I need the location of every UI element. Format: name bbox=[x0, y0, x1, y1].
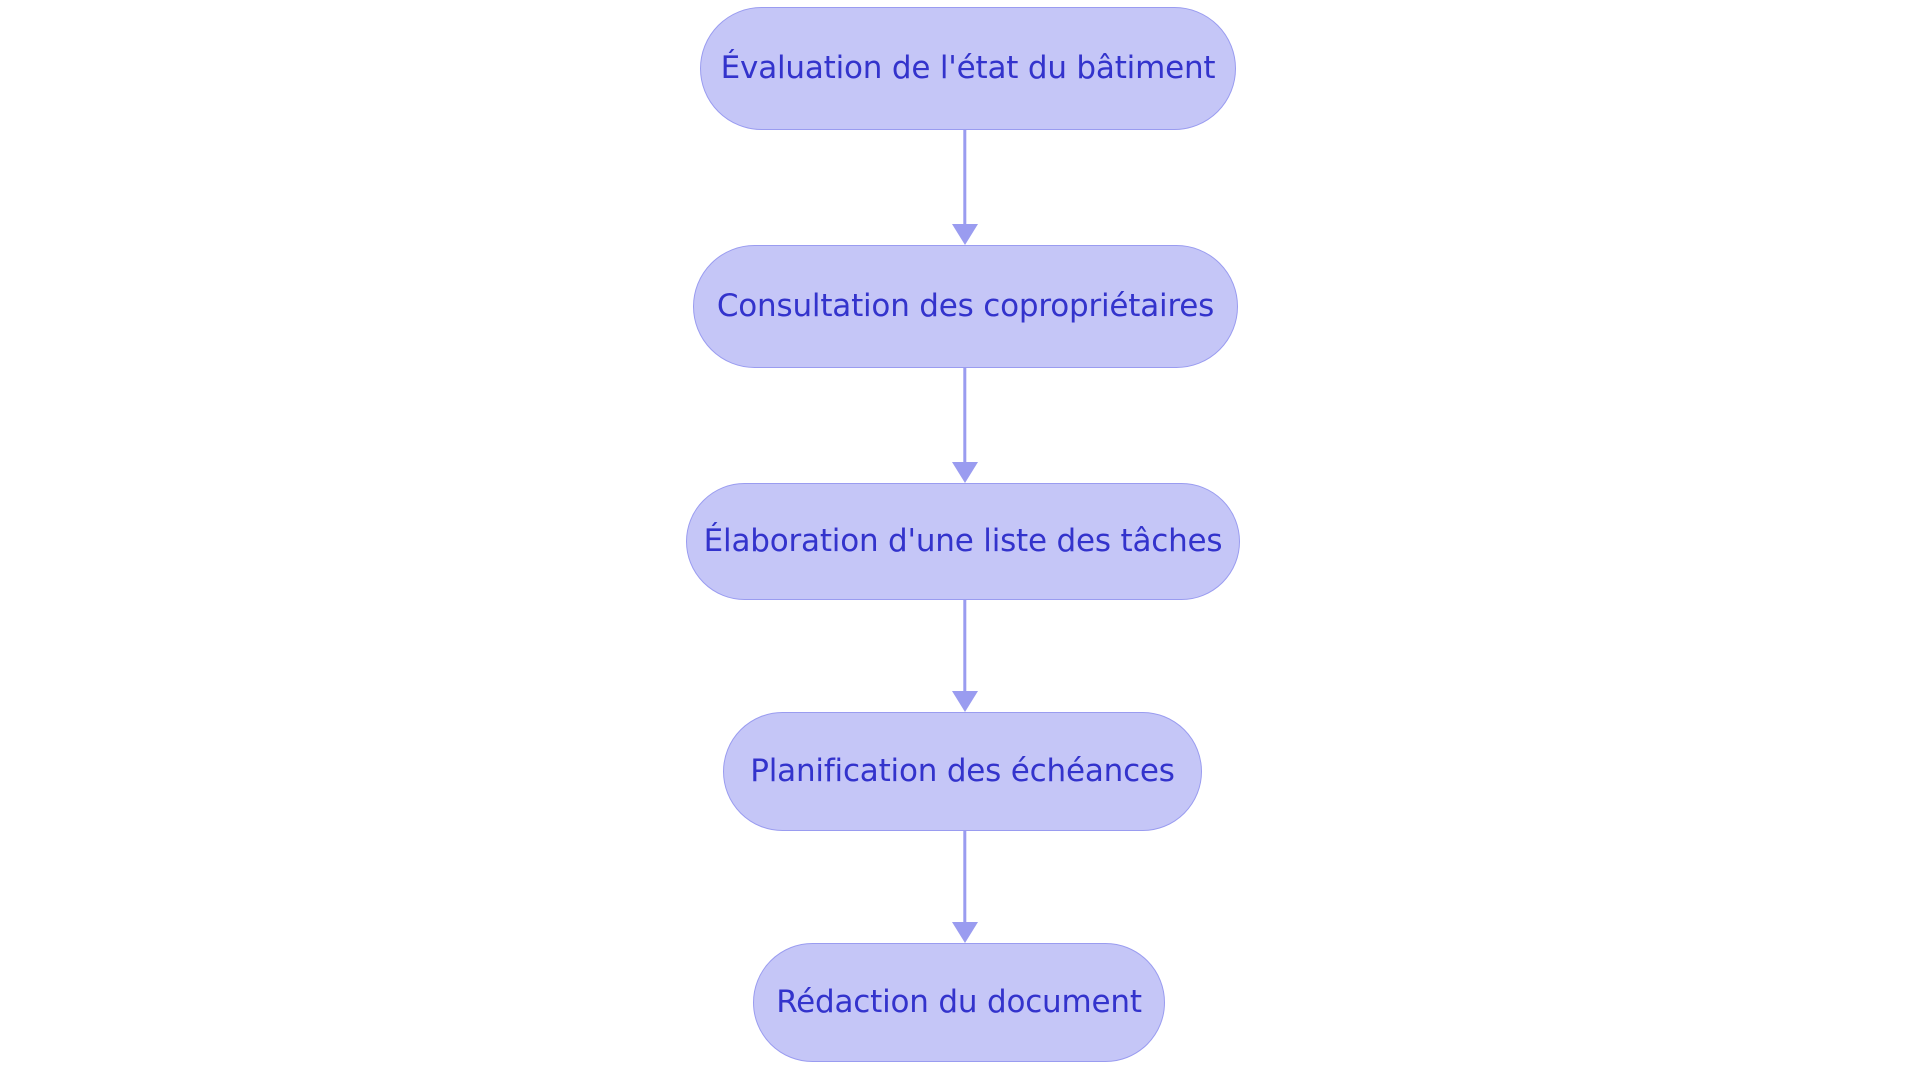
arrowhead-icon bbox=[952, 691, 978, 712]
flow-node-n3[interactable]: Élaboration d'une liste des tâches bbox=[686, 483, 1240, 600]
flow-node-n5[interactable]: Rédaction du document bbox=[753, 943, 1165, 1062]
flow-node-label: Planification des échéances bbox=[750, 753, 1175, 790]
arrowhead-icon bbox=[952, 922, 978, 943]
flow-node-label: Consultation des copropriétaires bbox=[716, 288, 1215, 325]
arrowhead-icon bbox=[952, 224, 978, 245]
edge-line bbox=[963, 368, 967, 462]
flow-node-label: Élaboration d'une liste des tâches bbox=[703, 523, 1223, 560]
edge-line bbox=[963, 600, 967, 691]
flow-node-label: Rédaction du document bbox=[776, 984, 1142, 1021]
flow-node-n4[interactable]: Planification des échéances bbox=[723, 712, 1202, 831]
flow-node-n2[interactable]: Consultation des copropriétaires bbox=[693, 245, 1238, 368]
flow-node-n1[interactable]: Évaluation de l'état du bâtiment bbox=[700, 7, 1236, 130]
flow-node-label: Évaluation de l'état du bâtiment bbox=[720, 50, 1216, 87]
arrowhead-icon bbox=[952, 462, 978, 483]
edge-line bbox=[963, 831, 967, 922]
edge-line bbox=[963, 130, 967, 224]
